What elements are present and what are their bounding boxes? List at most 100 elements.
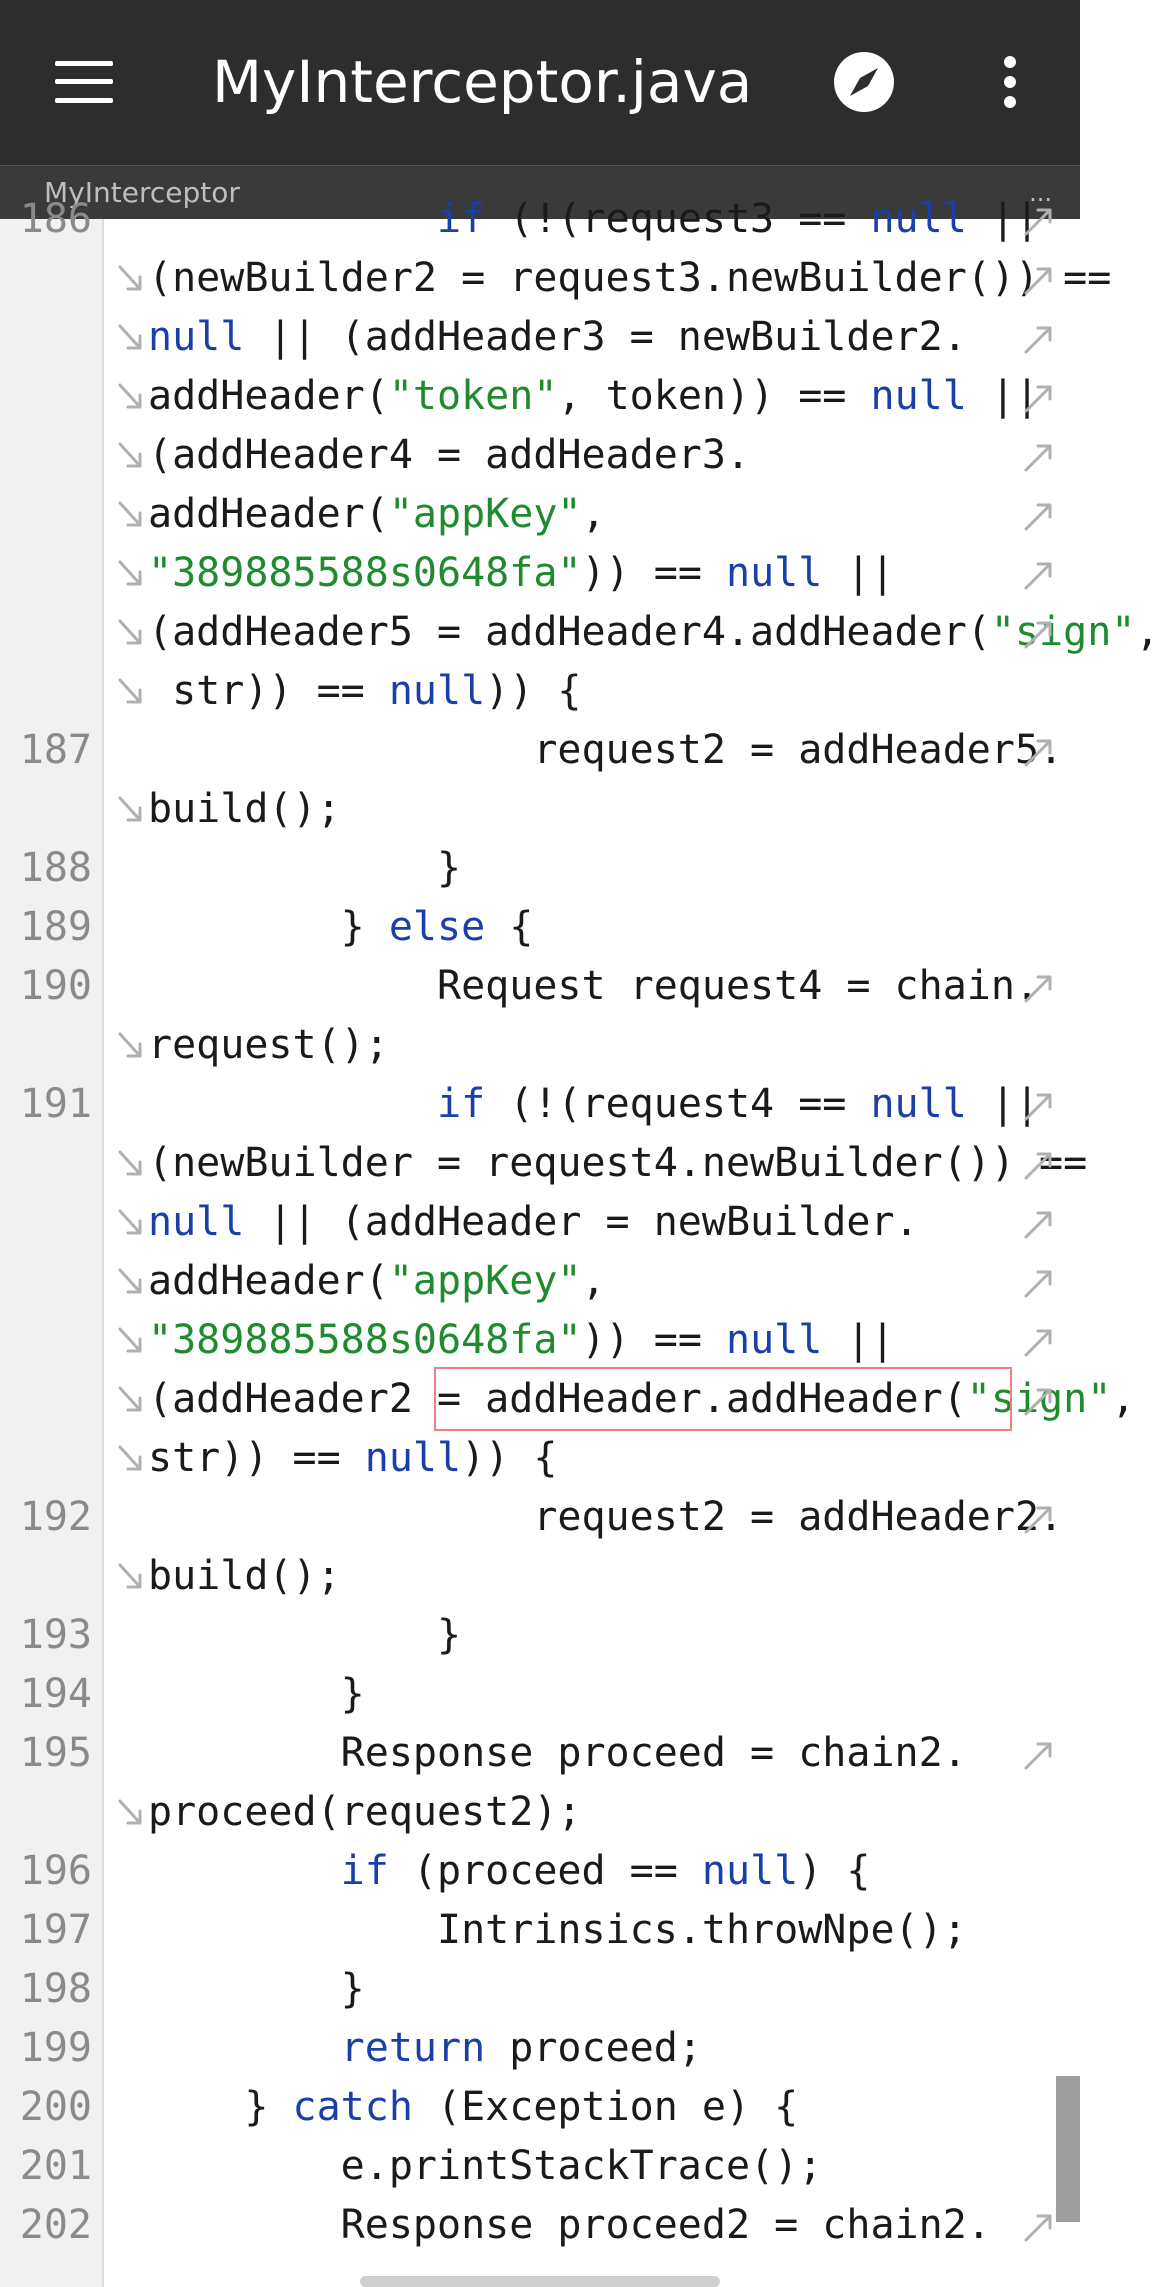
- code-token: (addHeader4 = addHeader3.: [148, 432, 751, 478]
- line-number: 194: [19, 1671, 92, 1717]
- wrap-continue-icon: [118, 442, 142, 468]
- keyword-token: null: [701, 1848, 799, 1894]
- code-line: "389885588s0648fa")) == null ||: [148, 1311, 895, 1370]
- breadcrumb-more-button[interactable]: ...: [1029, 179, 1052, 207]
- line-number: 190: [19, 963, 92, 1009]
- keyword-token: if: [436, 1081, 486, 1127]
- navigate-button[interactable]: [828, 46, 900, 118]
- code-token: }: [148, 845, 462, 891]
- code-token: ||: [822, 1317, 895, 1363]
- code-token: ) {: [798, 1848, 871, 1894]
- code-line: request2 = addHeader2.: [148, 1488, 1063, 1547]
- wrap-arrow-icon: [1024, 1093, 1052, 1121]
- wrap-continue-icon: [118, 560, 142, 586]
- wrap-continue-icon: [118, 1032, 142, 1058]
- string-token: "appKey": [388, 491, 582, 537]
- line-number: 201: [19, 2143, 92, 2189]
- keyword-token: null: [870, 196, 967, 242]
- code-token: proceed;: [485, 2025, 702, 2071]
- wrap-continue-icon: [118, 324, 142, 350]
- code-line: addHeader("token", token)) == null ||: [148, 367, 1039, 426]
- code-token: ,: [581, 1258, 606, 1304]
- horizontal-scrollbar-thumb[interactable]: [360, 2276, 720, 2287]
- code-token: addHeader(: [148, 373, 389, 419]
- code-token: ||: [966, 373, 1040, 419]
- line-number: 193: [19, 1612, 92, 1658]
- wrap-arrow-icon: [1024, 975, 1052, 1003]
- wrap-continue-icon: [118, 1799, 142, 1825]
- code-line: }: [148, 839, 461, 898]
- breadcrumb-item-class[interactable]: MyInterceptor: [44, 176, 240, 209]
- code-token: [148, 196, 437, 242]
- code-token: request2 = addHeader5.: [148, 727, 1064, 773]
- string-token: "token": [388, 373, 558, 419]
- code-line: (addHeader5 = addHeader4.addHeader("sign…: [148, 603, 1159, 662]
- string-token: "sign": [990, 609, 1136, 655]
- keyword-token: null: [725, 1317, 823, 1363]
- code-token: (!(request4 ==: [485, 1081, 871, 1127]
- code-line: }: [148, 1665, 365, 1724]
- code-line: addHeader("appKey",: [148, 485, 606, 544]
- keyword-token: else: [388, 904, 486, 950]
- wrap-continue-icon: [118, 1445, 142, 1471]
- code-line: e.printStackTrace();: [148, 2137, 823, 2196]
- wrap-continue-icon: [118, 1327, 142, 1353]
- line-number: 188: [19, 845, 92, 891]
- wrap-continue-icon: [118, 678, 142, 704]
- keyword-token: if: [340, 1848, 389, 1894]
- line-number: 202: [19, 2202, 92, 2248]
- wrap-continue-icon: [118, 1563, 142, 1589]
- string-token: "389885588s0648fa": [148, 550, 582, 596]
- code-token: str)) ==: [148, 668, 389, 714]
- wrap-arrow-icon: [1024, 1270, 1052, 1298]
- code-line: addHeader("appKey",: [148, 1252, 606, 1311]
- code-token: ,: [581, 491, 606, 537]
- keyword-token: null: [148, 1199, 245, 1245]
- code-token: str)) ==: [148, 1435, 365, 1481]
- code-line: if (proceed == null) {: [148, 1842, 871, 1901]
- code-token: request();: [148, 1022, 389, 1068]
- wrap-arrow-icon: [1024, 385, 1052, 413]
- wrap-arrow-icon: [1024, 208, 1052, 236]
- code-token: )) ==: [581, 550, 726, 596]
- menu-button[interactable]: [40, 45, 128, 119]
- wrap-continue-icon: [118, 619, 142, 645]
- line-number: 198: [19, 1966, 92, 2012]
- wrap-arrow-icon: [1024, 1742, 1052, 1770]
- code-token: Response proceed2 = chain2.: [148, 2202, 991, 2248]
- code-line: null || (addHeader3 = newBuilder2.: [148, 308, 967, 367]
- vertical-scrollbar[interactable]: [1056, 219, 1080, 2287]
- code-token: }: [148, 1612, 462, 1658]
- code-token: [148, 2025, 341, 2071]
- line-number: 200: [19, 2084, 92, 2130]
- line-number: 187: [19, 727, 92, 773]
- wrap-continue-icon: [118, 501, 142, 527]
- code-line: } else {: [148, 898, 534, 957]
- code-token: addHeader(: [148, 1258, 389, 1304]
- code-line: Response proceed2 = chain2.: [148, 2196, 991, 2255]
- code-line: if (!(request4 == null ||: [148, 1075, 1039, 1134]
- wrap-continue-icon: [118, 1150, 142, 1176]
- breadcrumb: MyInterceptor ...: [0, 165, 1080, 219]
- line-number: 197: [19, 1907, 92, 1953]
- code-line: if (!(request3 == null ||: [148, 190, 1039, 249]
- compass-icon: [834, 52, 894, 112]
- line-number: 196: [19, 1848, 92, 1894]
- code-token: (newBuilder2 = request3.newBuilder()) ==: [148, 255, 1112, 301]
- code-token: ,: [1135, 609, 1159, 655]
- wrap-arrow-icon: [1024, 1152, 1052, 1180]
- code-token: ||: [966, 1081, 1040, 1127]
- wrap-arrow-icon: [1024, 1506, 1052, 1534]
- wrap-arrow-icon: [1024, 621, 1052, 649]
- vertical-scrollbar-thumb[interactable]: [1056, 2076, 1080, 2222]
- code-token: }: [148, 1671, 365, 1717]
- keyword-token: null: [148, 314, 245, 360]
- line-number: 195: [19, 1730, 92, 1776]
- keyword-token: null: [364, 1435, 462, 1481]
- wrap-arrow-icon: [1024, 2214, 1052, 2242]
- more-options-button[interactable]: [980, 46, 1040, 118]
- code-line: str)) == null)) {: [148, 1429, 557, 1488]
